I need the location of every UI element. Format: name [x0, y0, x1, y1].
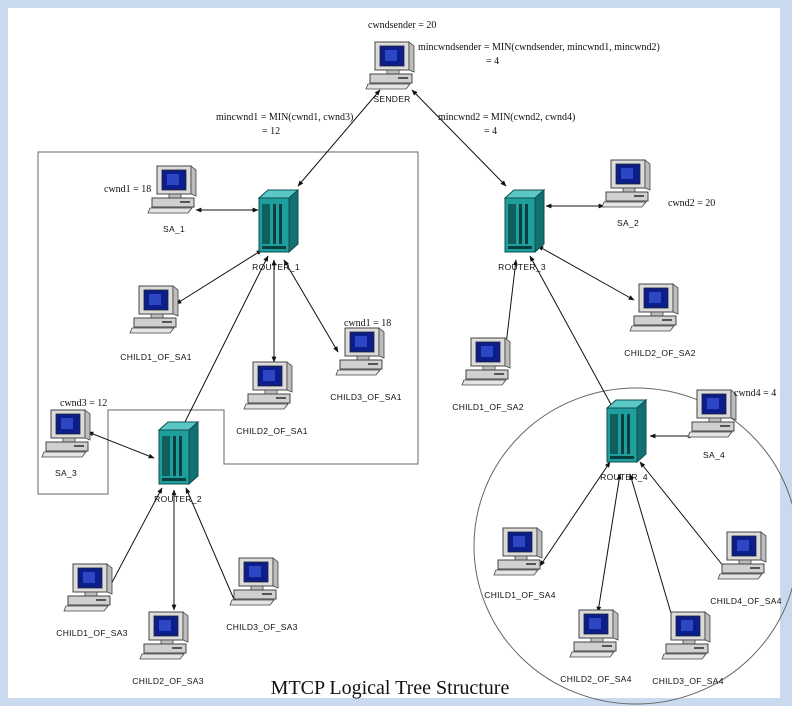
node-label: SA_1 [163, 224, 185, 234]
node-label: ROUTER_1 [252, 262, 300, 272]
node-label: CHILD4_OF_SA4 [710, 596, 781, 606]
router-icon [606, 399, 647, 463]
child2-sa4-node[interactable]: CHILD2_OF_SA4 [560, 609, 631, 684]
node-label: CHILD1_OF_SA4 [484, 590, 555, 600]
node-label: SA_2 [617, 218, 639, 228]
computer-icon [63, 563, 113, 612]
router-icon [158, 421, 199, 485]
computer-icon [229, 557, 279, 606]
node-label: CHILD1_OF_SA1 [120, 352, 191, 362]
node-label: CHILD1_OF_SA2 [452, 402, 523, 412]
sa-1-node[interactable]: SA_1 [147, 165, 197, 234]
cwnd2-label: cwnd2 = 20 [668, 198, 715, 209]
child2-sa2-node[interactable]: CHILD2_OF_SA2 [624, 283, 695, 358]
node-label: CHILD1_OF_SA3 [56, 628, 127, 638]
links [87, 89, 729, 631]
mincwndsender-label: mincwndsender = MIN(cwndsender, mincwnd1… [418, 42, 660, 53]
cwnd4-label: cwnd4 = 4 [734, 388, 776, 399]
computer-icon [243, 361, 293, 410]
node-label: CHILD3_OF_SA4 [652, 676, 723, 686]
computer-icon [717, 531, 767, 580]
node-label: CHILD3_OF_SA3 [226, 622, 297, 632]
mincwnd2-label: mincwnd2 = MIN(cwnd2, cwnd4) [438, 112, 575, 123]
node-label: CHILD2_OF_SA1 [236, 426, 307, 436]
computer-icon [569, 609, 619, 658]
computer-icon [629, 283, 679, 332]
router-4-node[interactable]: ROUTER_4 [600, 399, 648, 482]
child1-sa4-node[interactable]: CHILD1_OF_SA4 [484, 527, 555, 600]
mincwnd1-label: mincwnd1 = MIN(cwnd1, cwnd3) [216, 112, 353, 123]
computer-icon [129, 285, 179, 334]
child1-sa1-node[interactable]: CHILD1_OF_SA1 [120, 285, 191, 362]
cwnd1-label: cwnd1 = 18 [104, 184, 151, 195]
sa-4-node[interactable]: SA_4 [687, 389, 737, 460]
computer-icon [147, 165, 197, 214]
cwnd1-child3-label: cwnd1 = 18 [344, 318, 391, 329]
region-sa4-circle [473, 387, 792, 705]
node-label: ROUTER_2 [154, 494, 202, 504]
node-label: SA_4 [703, 450, 725, 460]
child2-sa1-node[interactable]: CHILD2_OF_SA1 [236, 361, 307, 436]
node-label: CHILD2_OF_SA3 [132, 676, 203, 686]
router-icon [504, 189, 545, 253]
sender-node[interactable]: SENDER [365, 41, 415, 104]
node-label: ROUTER_3 [498, 262, 546, 272]
child1-sa2-node[interactable]: CHILD1_OF_SA2 [452, 337, 523, 412]
child3-sa4-node[interactable]: CHILD3_OF_SA4 [652, 611, 723, 686]
cwnd3-label: cwnd3 = 12 [60, 398, 107, 409]
computer-icon [661, 611, 711, 660]
child3-sa1-node[interactable]: CHILD3_OF_SA1 [330, 327, 401, 402]
child4-sa4-node[interactable]: CHILD4_OF_SA4 [710, 531, 781, 606]
computer-icon [687, 389, 737, 438]
node-label: CHILD3_OF_SA1 [330, 392, 401, 402]
computer-icon [365, 41, 415, 90]
router-1-node[interactable]: ROUTER_1 [252, 189, 300, 272]
computer-icon [601, 159, 651, 208]
computer-icon [461, 337, 511, 386]
node-label: CHILD2_OF_SA4 [560, 674, 631, 684]
sa-3-node[interactable]: SA_3 [41, 409, 91, 478]
computer-icon [335, 327, 385, 376]
child1-sa3-node[interactable]: CHILD1_OF_SA3 [56, 563, 127, 638]
router-icon [258, 189, 299, 253]
sa-2-node[interactable]: SA_2 [601, 159, 651, 228]
node-label: SA_3 [55, 468, 77, 478]
computer-icon [139, 611, 189, 660]
cwndsender-label: cwndsender = 20 [368, 20, 436, 31]
child3-sa3-node[interactable]: CHILD3_OF_SA3 [226, 557, 297, 632]
mincwndsender-value: = 4 [486, 56, 499, 67]
node-label: ROUTER_4 [600, 472, 648, 482]
node-label: SENDER [373, 94, 410, 104]
router-2-node[interactable]: ROUTER_2 [154, 421, 202, 504]
mincwnd1-value: = 12 [262, 126, 280, 137]
computer-icon [493, 527, 543, 576]
mincwnd2-value: = 4 [484, 126, 497, 137]
router-3-node[interactable]: ROUTER_3 [498, 189, 546, 272]
child2-sa3-node[interactable]: CHILD2_OF_SA3 [132, 611, 203, 686]
computer-icon [41, 409, 91, 458]
node-label: CHILD2_OF_SA2 [624, 348, 695, 358]
diagram-title: MTCP Logical Tree Structure [271, 677, 510, 699]
